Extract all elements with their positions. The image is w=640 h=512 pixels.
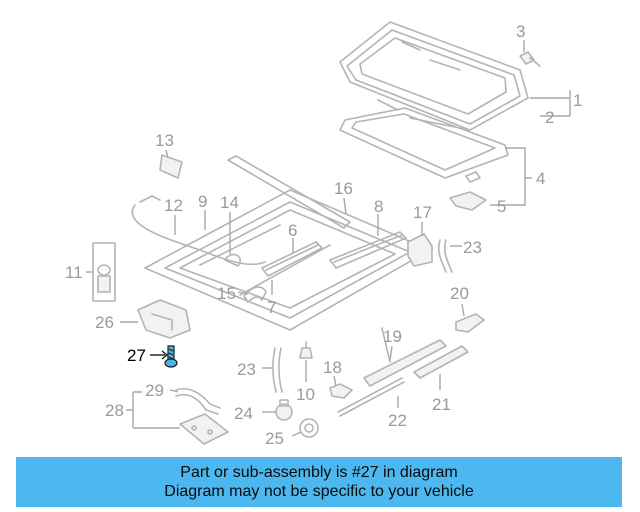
drain-hose-part-23-lower[interactable] xyxy=(272,347,283,393)
cable-part-14[interactable] xyxy=(224,253,241,267)
label-28: 28 xyxy=(105,401,124,420)
arm-part-19[interactable] xyxy=(363,327,447,387)
label-5: 5 xyxy=(497,197,506,216)
leader-4-5 xyxy=(490,147,532,206)
guide-rail-part-8[interactable] xyxy=(329,231,407,269)
label-27: 27 xyxy=(127,346,146,365)
clip-part-4[interactable] xyxy=(465,171,481,183)
label-3: 3 xyxy=(516,22,525,41)
label-25: 25 xyxy=(265,429,284,448)
drain-hose-part-23-upper[interactable] xyxy=(437,239,453,273)
rail-part-16[interactable] xyxy=(227,155,351,229)
label-13: 13 xyxy=(155,131,174,150)
fitting-part-24[interactable] xyxy=(275,399,293,421)
leader-1-2 xyxy=(530,90,571,117)
bracket-part-13[interactable] xyxy=(159,154,183,179)
cable-part-22[interactable] xyxy=(337,377,405,417)
leader-15 xyxy=(237,291,249,295)
leader-28 xyxy=(126,391,180,429)
label-15: 15 xyxy=(217,284,236,303)
label-29: 29 xyxy=(145,381,164,400)
label-11: 11 xyxy=(65,263,83,282)
label-20: 20 xyxy=(450,284,469,303)
glass-panel-part-1[interactable] xyxy=(339,21,529,131)
label-21: 21 xyxy=(432,395,451,414)
label-18: 18 xyxy=(323,358,342,377)
label-6: 6 xyxy=(288,221,297,240)
hose-part-29[interactable] xyxy=(175,388,221,415)
label-23-upper: 23 xyxy=(463,238,482,257)
leader-19 xyxy=(389,345,393,361)
module-part-26[interactable] xyxy=(137,299,191,339)
label-19: 19 xyxy=(383,327,402,346)
leader-20 xyxy=(461,303,465,317)
label-2: 2 xyxy=(545,108,554,127)
deflector-part-5[interactable] xyxy=(449,191,487,211)
screw-part-3[interactable] xyxy=(519,51,541,67)
label-4: 4 xyxy=(536,169,545,188)
label-9: 9 xyxy=(198,192,207,211)
frame-part-2[interactable] xyxy=(339,99,509,179)
link-part-15[interactable] xyxy=(243,286,267,303)
banner-line-1: Part or sub-assembly is #27 in diagram xyxy=(180,464,458,481)
label-8: 8 xyxy=(374,197,383,216)
leader-18 xyxy=(333,375,337,387)
label-14: 14 xyxy=(220,193,239,212)
leader-29 xyxy=(169,389,179,393)
guide-rail-part-6[interactable] xyxy=(261,241,323,277)
bracket-part-20[interactable] xyxy=(455,313,485,333)
bolt-part-27[interactable] xyxy=(150,345,178,368)
grommet-part-11[interactable] xyxy=(92,242,116,302)
label-17: 17 xyxy=(413,203,432,222)
arm-part-21[interactable] xyxy=(413,345,469,379)
label-12: 12 xyxy=(164,196,183,215)
parts-diagram: 1 2 3 4 5 6 7 8 9 10 11 12 13 14 15 16 1… xyxy=(65,21,582,448)
leader-9-12 xyxy=(174,210,206,235)
grommet-part-10[interactable] xyxy=(299,341,313,359)
label-1: 1 xyxy=(573,91,582,110)
clip-part-25[interactable] xyxy=(299,418,319,438)
bracket-part-18[interactable] xyxy=(329,383,353,399)
leader-16 xyxy=(343,197,347,215)
motor-part-17[interactable] xyxy=(407,233,433,267)
info-banner: Part or sub-assembly is #27 in diagram D… xyxy=(16,457,622,507)
label-7: 7 xyxy=(267,298,276,317)
label-10: 10 xyxy=(296,385,315,404)
label-26: 26 xyxy=(95,313,114,332)
leader-13 xyxy=(165,149,169,159)
label-24: 24 xyxy=(234,404,253,423)
drain-hose-part-12[interactable] xyxy=(131,195,266,266)
label-22: 22 xyxy=(388,411,407,430)
label-16: 16 xyxy=(334,179,353,198)
label-23-lower: 23 xyxy=(237,360,256,379)
banner-line-2: Diagram may not be specific to your vehi… xyxy=(164,483,474,500)
leader-25 xyxy=(291,431,302,437)
plate-part-28[interactable] xyxy=(179,413,229,445)
